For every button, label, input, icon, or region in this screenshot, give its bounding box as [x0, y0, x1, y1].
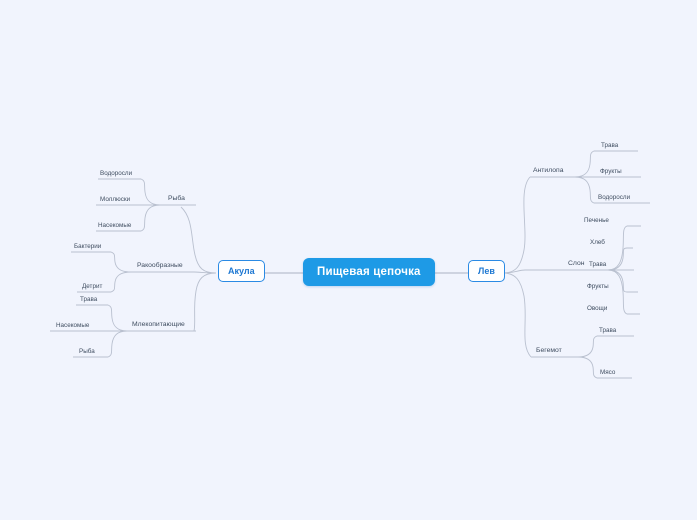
- edge-akula-to-mlekopitayushchie: [193, 272, 217, 332]
- root-node[interactable]: Пищевая цепочка: [303, 258, 435, 286]
- edge-lev-to-antilopa: [502, 176, 531, 274]
- leaf-label-ovoshchi[interactable]: Овощи: [587, 305, 608, 312]
- leaf-label-vodorosli-ryba[interactable]: Водоросли: [100, 170, 133, 177]
- leaf-label-myaso[interactable]: Мясо: [600, 369, 616, 376]
- leaf-label-pechenye[interactable]: Печенье: [584, 217, 609, 224]
- branch-label-ryba[interactable]: Рыба: [168, 195, 185, 202]
- branch-label-mlekopitayushchie[interactable]: Млекопитающие: [132, 321, 185, 328]
- leaf-label-vodorosli-antilopa[interactable]: Водоросли: [598, 194, 631, 201]
- leaf-label-mollyuski[interactable]: Моллюски: [100, 196, 131, 203]
- branch-label-slon[interactable]: Слон: [568, 260, 585, 267]
- branch-label-rakoobraznye[interactable]: Ракообразные: [137, 262, 183, 269]
- edge-lev-to-slon: [502, 269, 562, 274]
- leaf-label-bakterii[interactable]: Бактерии: [74, 243, 102, 250]
- leaf-label-khleb[interactable]: Хлеб: [590, 239, 605, 246]
- leaf-label-trava-begemot[interactable]: Трава: [599, 327, 617, 334]
- leaf-label-trava-antilopa[interactable]: Трава: [601, 142, 619, 149]
- edge-slon-to-pechenye: [607, 225, 641, 271]
- main-node-lev[interactable]: Лев: [468, 260, 505, 282]
- leaf-label-frukty-antilopa[interactable]: Фрукты: [600, 168, 622, 175]
- leaf-label-frukty-slon[interactable]: Фрукты: [587, 283, 609, 290]
- edge-slon-to-ovoshchi: [607, 269, 640, 315]
- main-node-akula[interactable]: Акула: [218, 260, 265, 282]
- edge-lev-to-begemot: [502, 272, 532, 358]
- leaf-label-trava-mleko[interactable]: Трава: [80, 296, 98, 303]
- edge-begemot-to-trava: [577, 335, 634, 358]
- branch-label-antilopa[interactable]: Антилопа: [533, 167, 564, 174]
- leaf-label-nasekomye-ryba[interactable]: Насекомые: [98, 222, 132, 229]
- edge-slon-to-khleb: [607, 247, 633, 271]
- leaf-label-nasekomye-mleko[interactable]: Насекомые: [56, 322, 90, 329]
- leaf-label-ryba-mleko[interactable]: Рыба: [79, 348, 95, 355]
- branch-label-begemot[interactable]: Бегемот: [536, 347, 562, 354]
- leaf-label-detrit[interactable]: Детрит: [82, 283, 103, 290]
- edge-akula-to-rakoobraznye: [131, 271, 217, 274]
- edge-rakoobraznye-to-bakterii: [71, 251, 132, 273]
- leaf-label-trava-slon[interactable]: Трава: [589, 261, 607, 268]
